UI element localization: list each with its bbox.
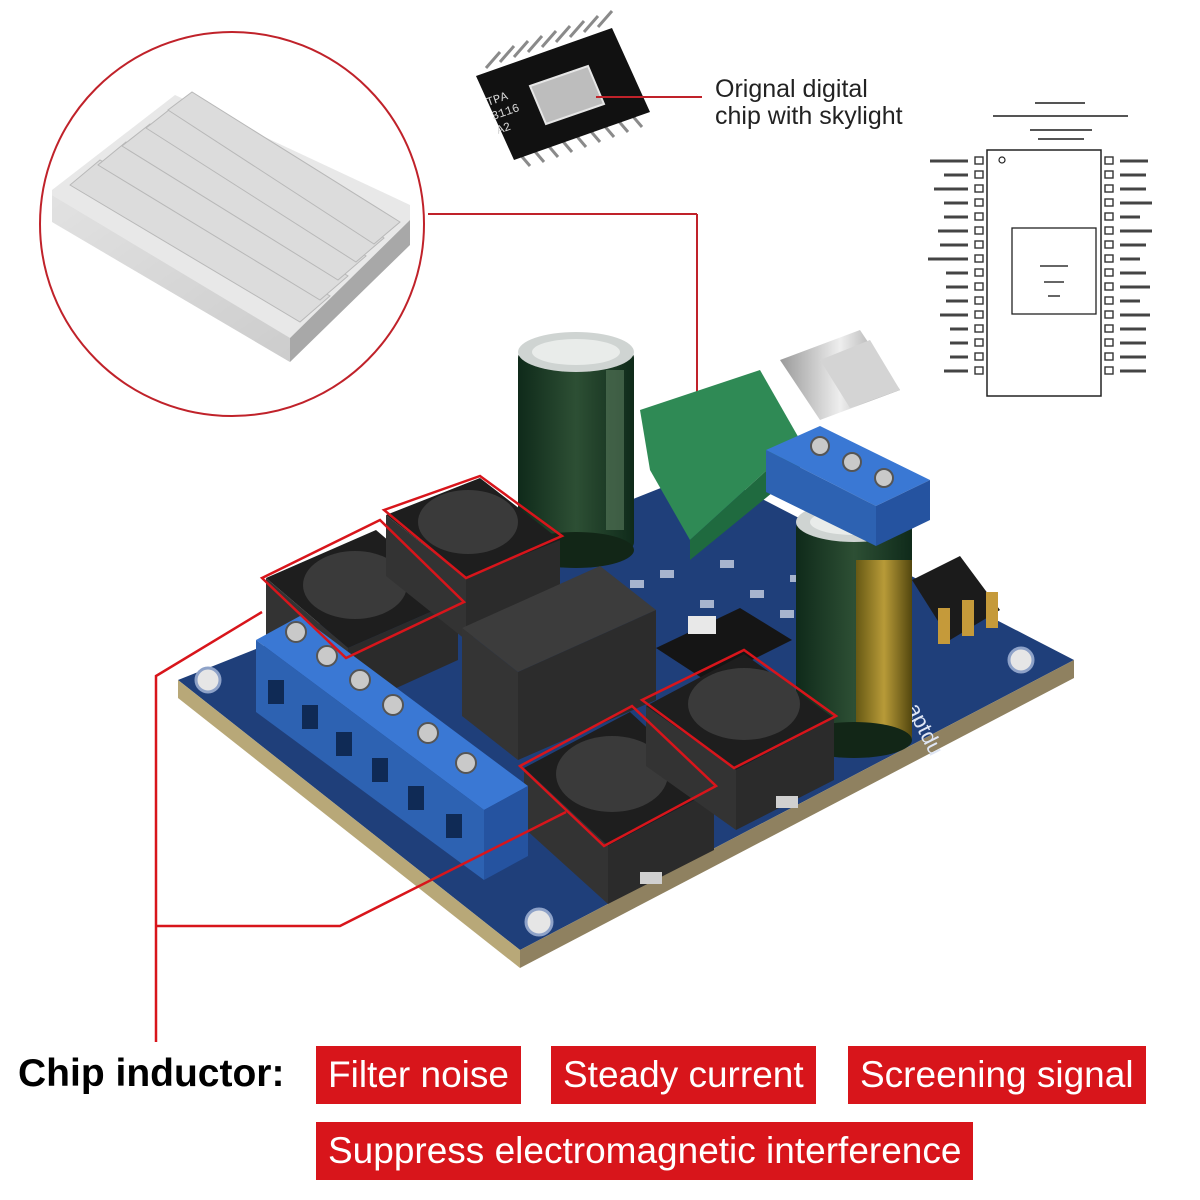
callout-box-bottom-left	[517, 704, 719, 848]
tag-filter-noise: Filter noise	[316, 1046, 521, 1104]
chip-caption-line2: chip with skylight	[715, 102, 903, 130]
chip-marking-line1: TPA	[485, 89, 511, 110]
chip-marking-line3: A2	[495, 120, 513, 138]
heatsink-image	[52, 91, 410, 362]
pinout-header	[993, 102, 1128, 140]
pinout-diagram	[928, 102, 1152, 397]
pinout-right-pins	[1104, 156, 1114, 375]
inductor-callouts	[154, 474, 839, 1042]
pinout-left-pins	[974, 156, 984, 375]
amplifier-chip: TPA 3116 A2	[476, 10, 702, 167]
pinout-right-names	[1120, 159, 1152, 373]
chip-caption-line1: Orignal digital	[715, 75, 868, 103]
speaker-terminal-small	[766, 426, 930, 546]
tag-screening-signal: Screening signal	[848, 1046, 1146, 1104]
smd-chip	[656, 608, 792, 682]
audio-jack	[912, 556, 1000, 644]
filter-components	[462, 566, 656, 760]
heatsink-callout	[39, 31, 698, 620]
inductor-title: Chip inductor:	[18, 1052, 285, 1095]
pinout-left-names	[928, 159, 968, 373]
tag-steady-current: Steady current	[551, 1046, 816, 1104]
chip-caption: Orignal digital chip with skylight	[715, 76, 945, 130]
callout-box-top-right	[381, 474, 565, 580]
tag-suppress-emi: Suppress electromagnetic interference	[316, 1122, 974, 1180]
input-terminal-block	[256, 616, 528, 880]
callout-box-top-left	[259, 518, 467, 660]
callout-box-bottom-right	[639, 648, 839, 770]
